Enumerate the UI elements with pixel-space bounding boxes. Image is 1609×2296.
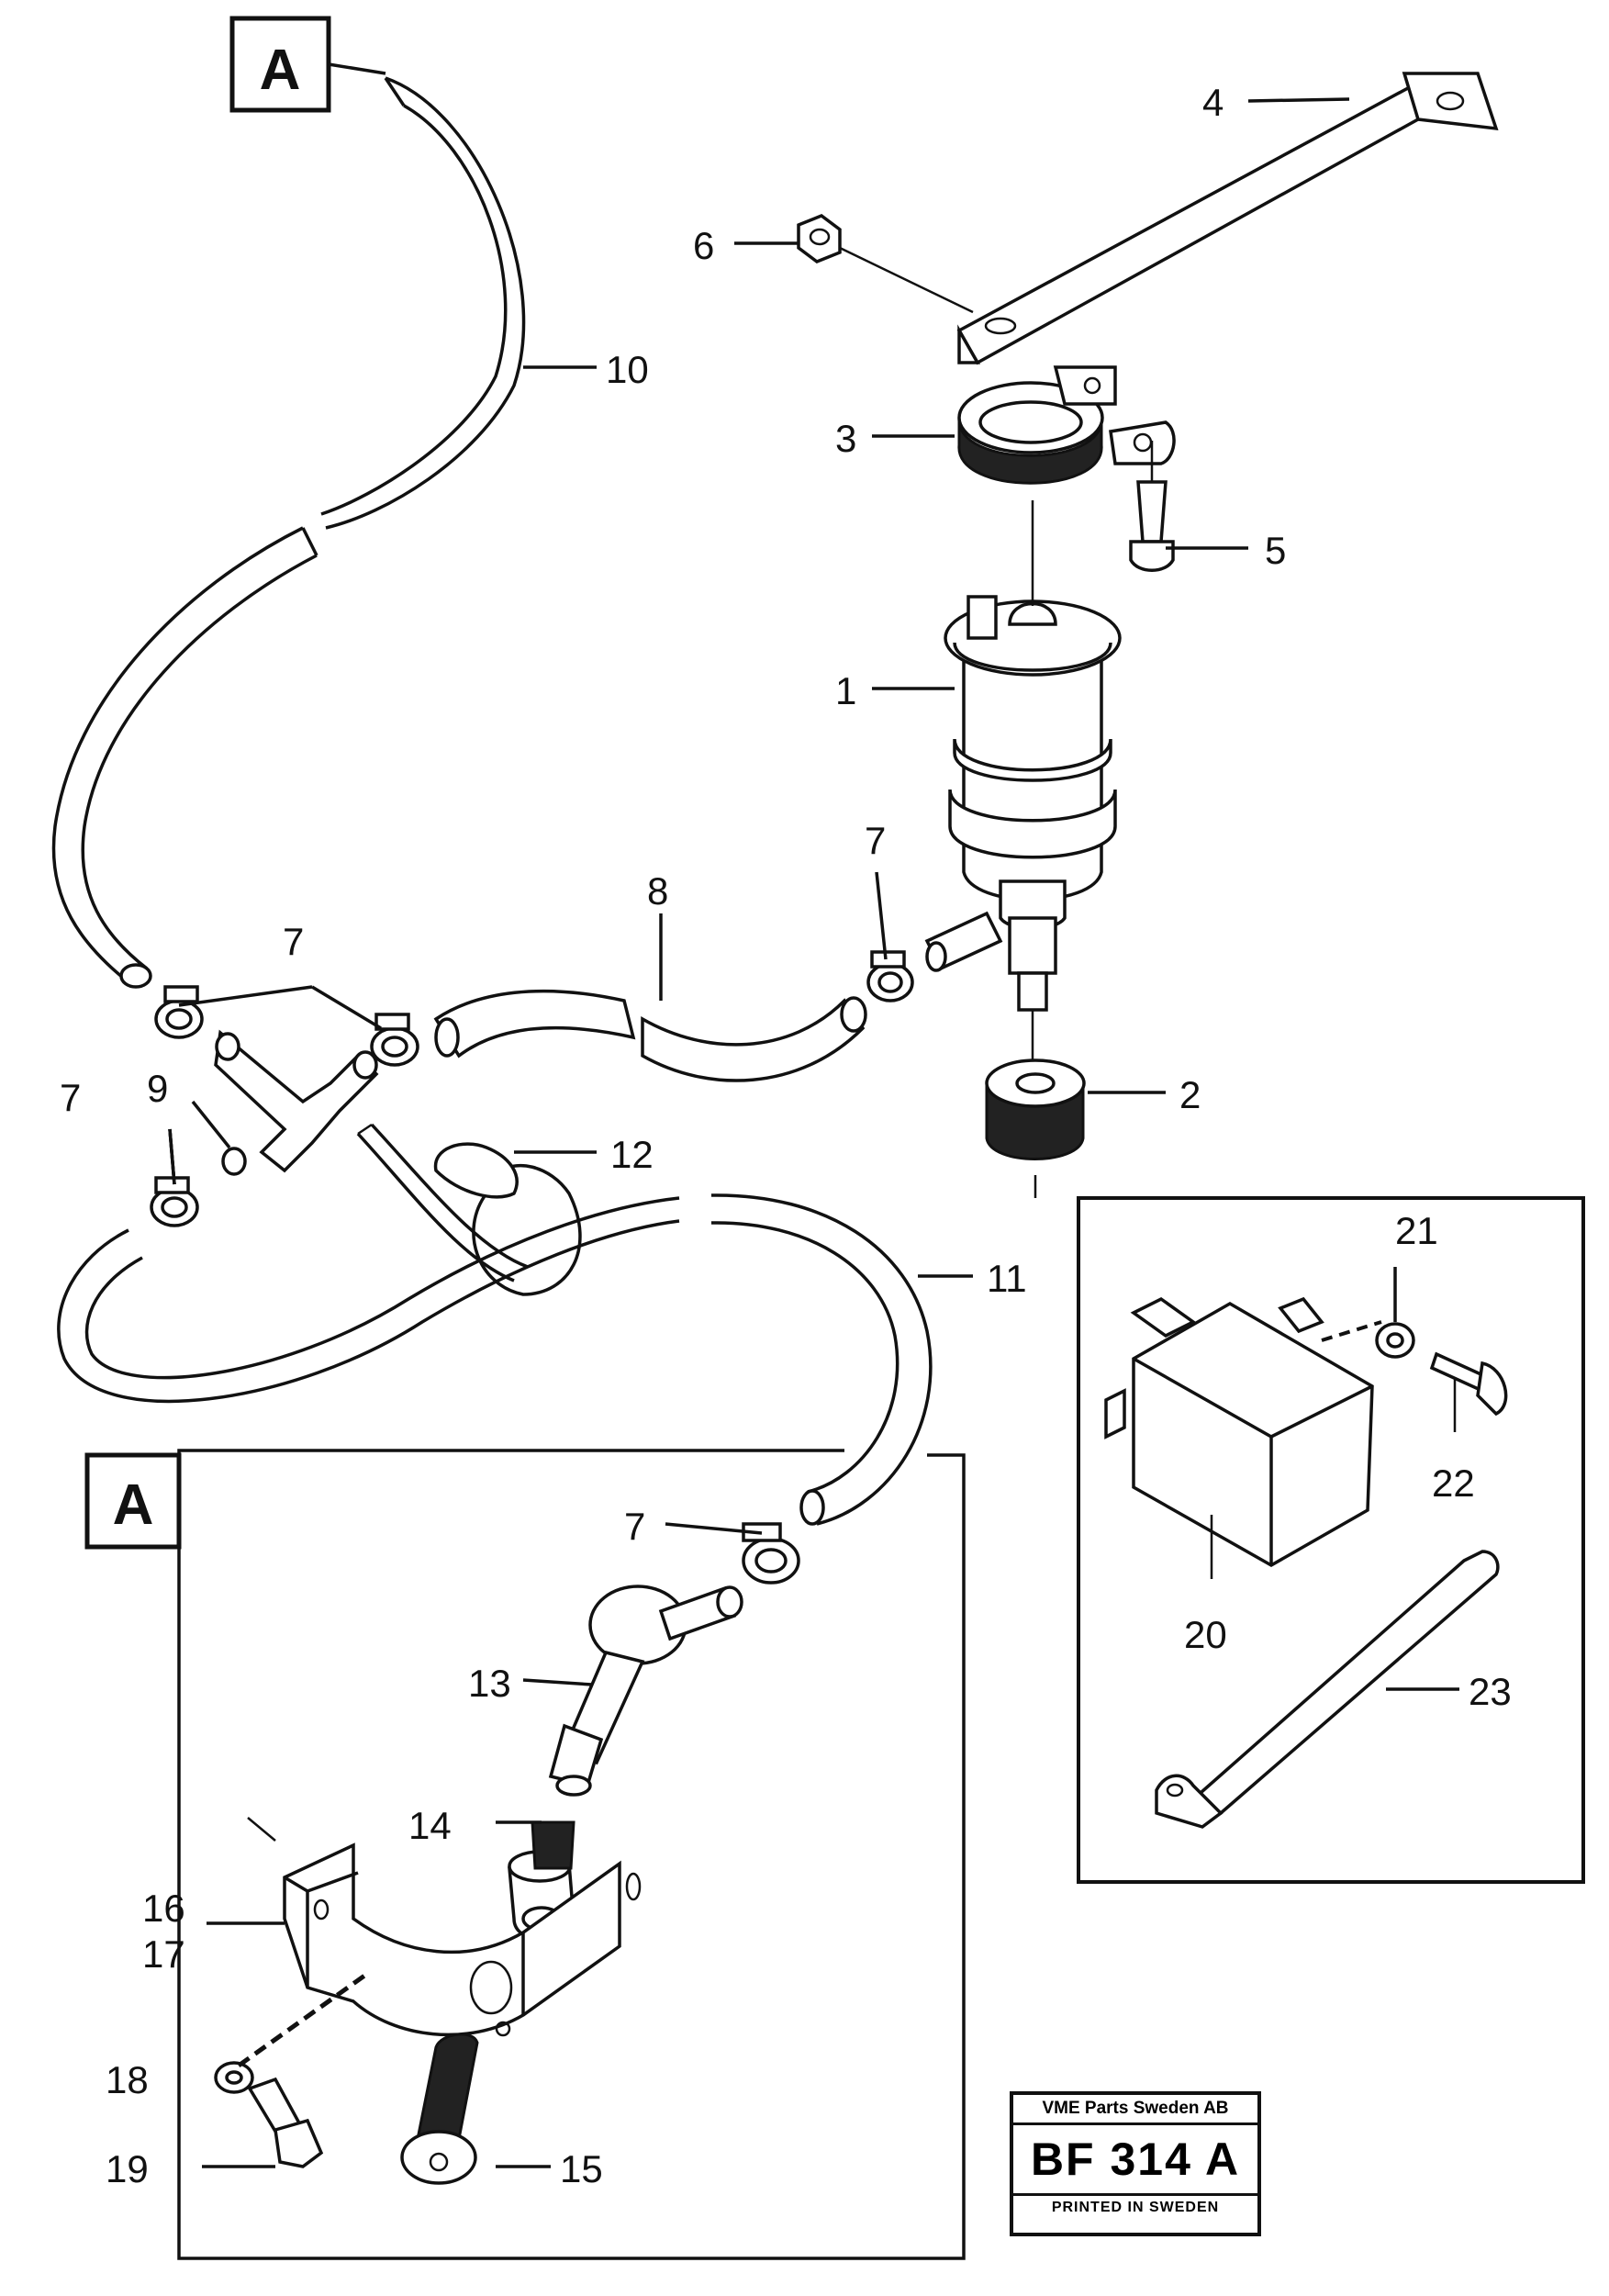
label-21: 21 — [1395, 1209, 1438, 1252]
relay-frame — [1077, 1196, 1585, 1884]
label-23: 23 — [1469, 1670, 1512, 1713]
label-10: 10 — [606, 348, 649, 391]
label-18: 18 — [106, 2058, 149, 2101]
hose-11 — [57, 1193, 933, 1526]
nozzle-bracket-16-17 — [247, 1817, 642, 2037]
label-5: 5 — [1265, 529, 1286, 572]
label-2: 2 — [1179, 1073, 1201, 1116]
label-8: 8 — [647, 869, 668, 913]
detail-ref-letter-top: A — [260, 39, 301, 102]
label-20: 20 — [1184, 1613, 1227, 1656]
hose-nipple — [924, 911, 1003, 972]
clamp-7c — [150, 1176, 199, 1227]
hose-8 — [433, 989, 867, 1082]
label-7-inset: 7 — [624, 1505, 645, 1548]
clamp-7d — [866, 950, 914, 1002]
cable-23 — [1155, 1550, 1500, 1829]
label-7-left: 7 — [60, 1076, 81, 1119]
label-13: 13 — [468, 1662, 511, 1705]
washer-18 — [214, 1971, 369, 2094]
label-22: 22 — [1432, 1462, 1475, 1505]
inset-frame-a: A — [84, 1449, 966, 2260]
label-3: 3 — [835, 417, 856, 460]
label-9: 9 — [147, 1067, 168, 1110]
detail-ref-letter-inset: A — [113, 1473, 154, 1537]
hose-10 — [51, 76, 526, 989]
label-19: 19 — [106, 2147, 149, 2190]
stamp-code: BF 314 A — [1013, 2125, 1257, 2196]
label-11: 11 — [987, 1257, 1027, 1300]
pump-holder-3 — [957, 365, 1176, 485]
stamp-company: VME Parts Sweden AB — [1013, 2095, 1257, 2125]
label-6: 6 — [693, 224, 714, 267]
label-7-upper: 7 — [283, 920, 304, 963]
label-16: 16 — [142, 1887, 185, 1930]
washer-pump-1 — [944, 500, 1122, 1065]
clamp-7a — [154, 985, 204, 1039]
nut-6 — [797, 214, 974, 314]
stud-15 — [400, 2033, 479, 2185]
part-labels: 4 6 10 3 5 1 7 8 7 2 7 9 12 21 11 22 7 2… — [60, 81, 1512, 2190]
label-12: 12 — [610, 1133, 654, 1176]
cable-strap-12 — [356, 1123, 582, 1296]
mounting-bracket-4 — [956, 72, 1499, 365]
stamp-printed: PRINTED IN SWEDEN — [1051, 2200, 1220, 2215]
label-14: 14 — [408, 1804, 452, 1847]
washer-21 — [1375, 1322, 1415, 1359]
screw-5 — [1129, 441, 1175, 572]
publisher-stamp: VME Parts Sweden AB BF 314 A PRINTED IN … — [1010, 2091, 1261, 2236]
grommet-2 — [985, 1058, 1086, 1198]
screw-19 — [247, 2077, 324, 2168]
nozzle-fitting-13 — [548, 1585, 743, 1797]
t-connector-9 — [214, 1029, 379, 1176]
label-15: 15 — [560, 2147, 603, 2190]
label-4: 4 — [1202, 81, 1224, 124]
screw-22 — [1429, 1351, 1508, 1432]
clamp-7b — [370, 1013, 419, 1067]
label-7-pump: 7 — [865, 819, 886, 862]
relay-20 — [1104, 1296, 1382, 1579]
label-17: 17 — [142, 1932, 185, 1976]
label-1: 1 — [835, 669, 856, 712]
detail-ref-box-top: A — [229, 16, 386, 113]
leader-lines — [168, 97, 1459, 2168]
